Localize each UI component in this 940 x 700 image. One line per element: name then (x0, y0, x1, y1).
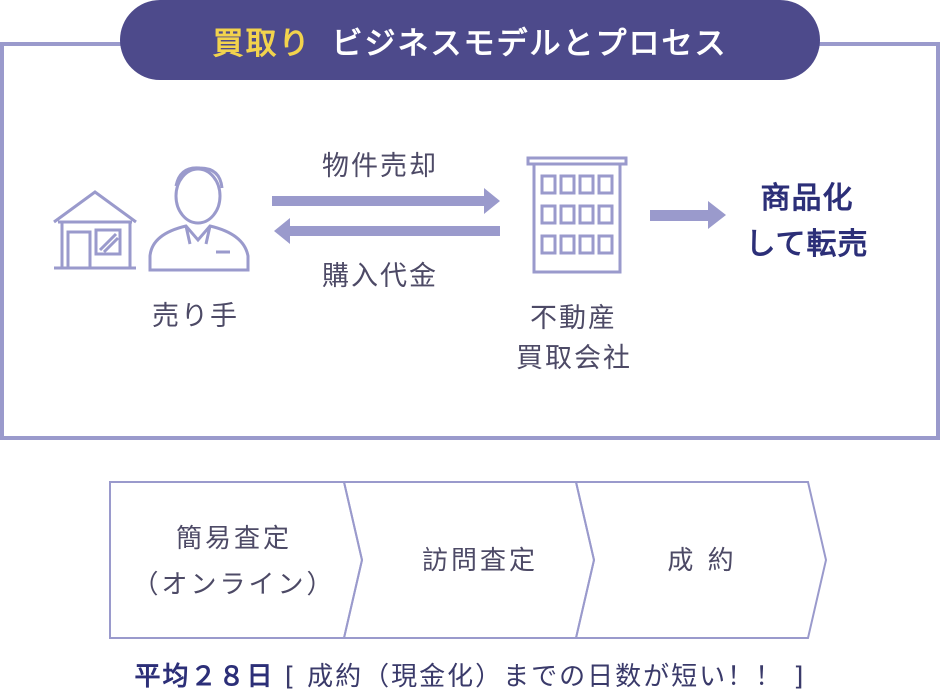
step-3-line1: 成 約 (667, 546, 737, 576)
step-3: 成 約 (584, 538, 820, 584)
summary-line: 平均２８日 [ 成約（現金化）までの日数が短い！！ ] (0, 656, 940, 693)
summary-lead: 平均２８日 (134, 662, 275, 692)
title-accent: 買取り (212, 25, 312, 62)
step-1-line2: （オンライン） (132, 570, 336, 600)
step-1-line1: 簡易査定 (175, 524, 292, 554)
seller-label: 売り手 (152, 301, 239, 332)
person-icon (148, 166, 250, 272)
result-text: 商品化 して転売 (732, 176, 882, 268)
result-line1: 商品化 (760, 181, 854, 216)
title-banner: 買取り ビジネスモデルとプロセス (120, 0, 820, 80)
step-1: 簡易査定 （オンライン） (116, 516, 352, 608)
step-2: 訪問査定 (362, 538, 598, 584)
house-icon (53, 190, 137, 270)
arrow-payment (274, 218, 500, 244)
company-label-line2: 買取会社 (516, 343, 632, 374)
step-2-line1: 訪問査定 (421, 546, 538, 576)
summary-detail: [ 成約（現金化）までの日数が短い！！ ] (284, 662, 806, 692)
arrow-result (650, 201, 726, 229)
title-text: ビジネスモデルとプロセス (331, 25, 728, 62)
arrow-sale (272, 188, 500, 214)
company-label-line1: 不動産 (530, 303, 617, 334)
result-line2: して転売 (745, 227, 869, 262)
arrow-payment-label: 購入代金 (322, 261, 438, 292)
arrow-sale-label: 物件売却 (322, 151, 438, 182)
building-icon (526, 156, 628, 274)
process-chevrons (109, 481, 828, 639)
